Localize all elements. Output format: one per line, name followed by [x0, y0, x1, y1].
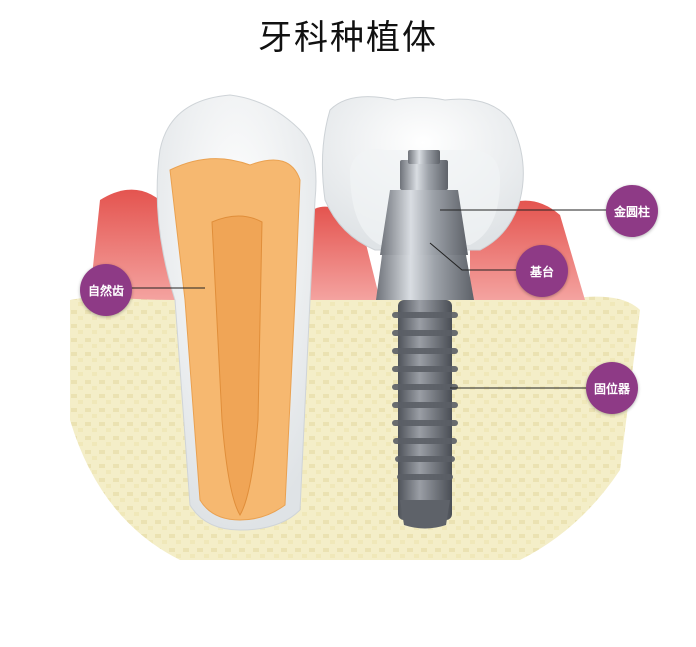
label-abutment[interactable]: 基台 — [516, 245, 568, 297]
natural-tooth-pulp — [211, 215, 263, 516]
gum-tissue-middle — [300, 206, 380, 300]
label-fixture[interactable]: 固位器 — [586, 362, 638, 414]
diagram-title: 牙科种植体 — [258, 18, 438, 58]
abutment-shape — [380, 190, 468, 255]
jaw-bone — [70, 292, 640, 560]
label-gold-post[interactable]: 金圆柱 — [606, 185, 658, 237]
leader-abutment — [429, 242, 518, 271]
fixture-body — [398, 300, 452, 520]
gold-post-shape — [400, 160, 448, 190]
label-natural-tooth[interactable]: 自然齿 — [80, 264, 132, 316]
fixture-threads — [392, 312, 458, 480]
